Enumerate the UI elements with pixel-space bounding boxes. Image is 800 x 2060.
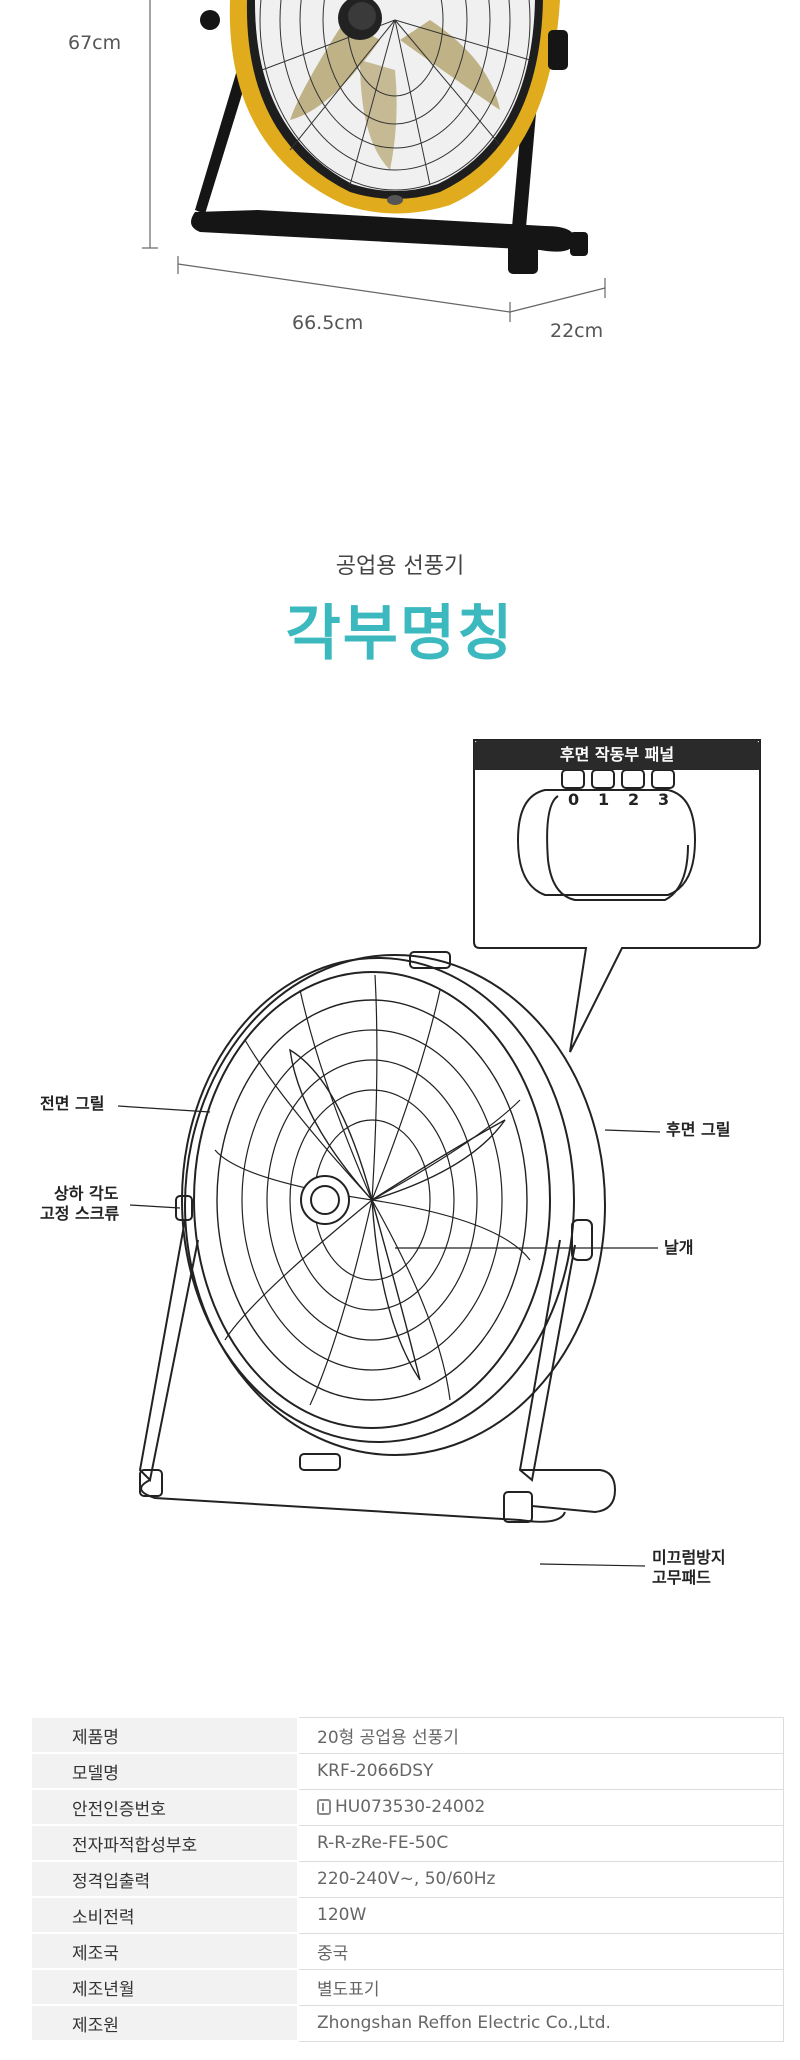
callout-pad-line1: 미끄럼방지 — [652, 1548, 726, 1567]
fan-parts-diagram — [117, 739, 761, 1567]
fan-dimension-illustration — [142, 0, 606, 322]
spec-value: 220-240V~, 50/60Hz — [297, 1860, 784, 1898]
callout-angle-screw-line1: 상하 각도 — [54, 1184, 119, 1203]
kc-cert-icon — [317, 1799, 331, 1815]
spec-label: 안전인증번호 — [30, 1788, 299, 1826]
depth-dimension-label: 22cm — [550, 320, 604, 342]
spec-value: 중국 — [297, 1932, 784, 1970]
spec-label: 정격입출력 — [30, 1860, 299, 1898]
callout-rear-grill: 후면 그릴 — [666, 1120, 731, 1139]
spec-value: 20형 공업용 선풍기 — [297, 1716, 784, 1754]
knob-label-2: 2 — [628, 790, 640, 809]
spec-value: HU073530-24002 — [335, 1797, 486, 1817]
spec-label: 제품명 — [30, 1716, 299, 1754]
spec-value: 별도표기 — [297, 1968, 784, 2006]
spec-value-cert: HU073530-24002 — [297, 1788, 784, 1826]
table-row: 안전인증번호 HU073530-24002 — [30, 1788, 784, 1826]
knob-label-3: 3 — [658, 790, 670, 809]
spec-value: 120W — [297, 1896, 784, 1934]
height-dimension-label: 67cm — [68, 32, 122, 54]
spec-value: KRF-2066DSY — [297, 1752, 784, 1790]
spec-label: 제조년월 — [30, 1968, 299, 2006]
knob-label-0: 0 — [568, 790, 580, 809]
knob-label-1: 1 — [598, 790, 610, 809]
callout-pad-line2: 고무패드 — [652, 1568, 711, 1587]
panel-title: 후면 작동부 패널 — [474, 740, 760, 770]
callout-blade: 날개 — [664, 1238, 694, 1257]
spec-label: 소비전력 — [30, 1896, 299, 1934]
width-dimension-label: 66.5cm — [292, 312, 364, 334]
spec-label: 제조국 — [30, 1932, 299, 1970]
spec-value: Zhongshan Reffon Electric Co.,Ltd. — [297, 2004, 784, 2042]
spec-label: 모델명 — [30, 1752, 299, 1790]
section-title: 각부명칭 — [285, 599, 515, 669]
spec-label: 제조원 — [30, 2004, 299, 2042]
spec-value: R-R-zRe-FE-50C — [297, 1824, 784, 1862]
callout-angle-screw-line2: 고정 스크류 — [40, 1204, 120, 1223]
section-subtitle: 공업용 선풍기 — [335, 554, 465, 579]
spec-label: 전자파적합성부호 — [30, 1824, 299, 1862]
callout-front-grill: 전면 그릴 — [40, 1094, 105, 1113]
